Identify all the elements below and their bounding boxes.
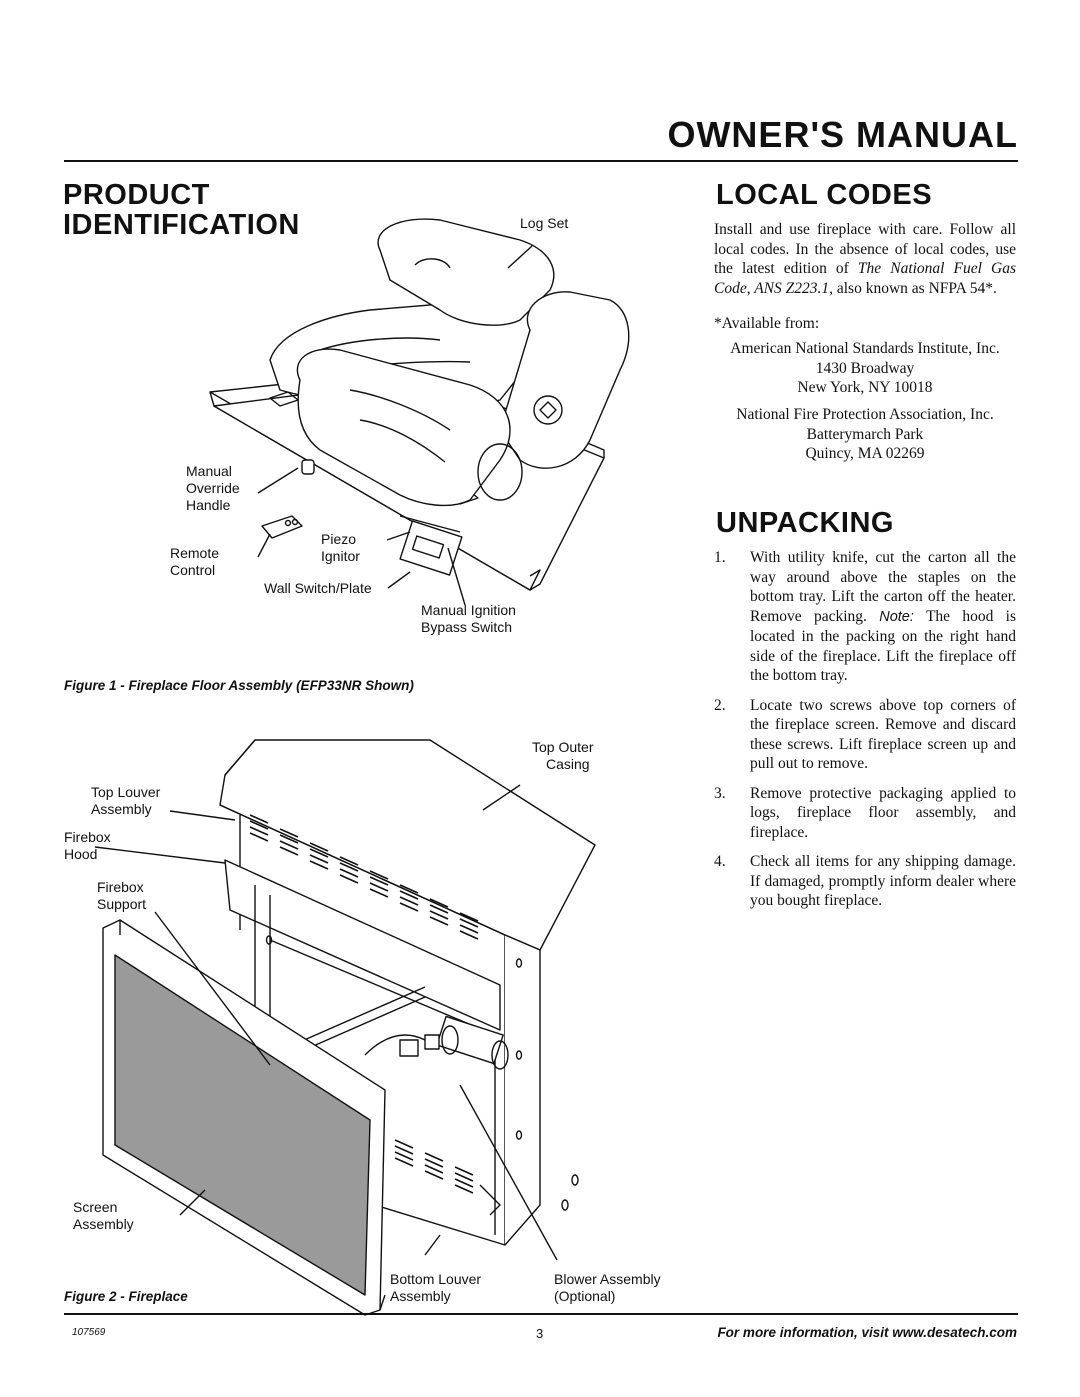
label-blower-line1: Blower Assembly [554, 1271, 661, 1287]
label-top-outer-line1: Top Outer [532, 739, 594, 755]
local-codes-text-1: Install and use fireplace with care. Fol… [714, 221, 1016, 277]
unpacking-step-1: 1. With utility knife, cut the carton al… [714, 548, 1016, 686]
unpacking-step-4: 4. Check all items for any shipping dama… [714, 852, 1016, 911]
figure2-caption: Figure 2 - Fireplace [64, 1289, 188, 1304]
label-screen-assembly: Screen Assembly [73, 1199, 134, 1233]
label-top-louver-line2: Assembly [91, 801, 152, 817]
nfpa-line1: National Fire Protection Association, In… [736, 406, 994, 423]
part-number: 107569 [72, 1327, 106, 1338]
ansi-line1: American National Standards Institute, I… [730, 340, 1000, 357]
label-manual-override-line2: Override [186, 480, 240, 496]
label-bottom-louver-line1: Bottom Louver [390, 1271, 482, 1287]
label-firebox-hood-line2: Hood [64, 846, 98, 862]
unpacking-step-2: 2. Locate two screws above top corners o… [714, 696, 1016, 774]
label-manual-ignition-line2: Bypass Switch [421, 619, 513, 635]
label-screen-line2: Assembly [73, 1216, 134, 1232]
label-wall-switch-plate: Wall Switch/Plate [264, 580, 372, 596]
unpacking-heading: UNPACKING [716, 507, 894, 539]
step-3-text: Remove protective packaging applied to l… [750, 784, 1016, 841]
unpacking-list: 1. With utility knife, cut the carton al… [714, 548, 1016, 911]
ansi-line2: 1430 Broadway [815, 359, 915, 377]
page-number: 3 [536, 1326, 544, 1341]
step-number-3: 3. [714, 784, 726, 802]
product-identification-heading: PRODUCT IDENTIFICATION [63, 180, 300, 240]
header-rule [64, 160, 1018, 162]
label-bottom-louver-line2: Assembly [390, 1288, 451, 1304]
step-1-text-a: With utility knife, cut the carton all t… [750, 549, 1016, 625]
step-number-2: 2. [714, 696, 726, 714]
label-manual-override-line1: Manual [186, 463, 232, 479]
nfpa-address: National Fire Protection Association, In… [714, 405, 1016, 464]
step-4-text: Check all items for any shipping damage.… [750, 853, 1016, 909]
label-top-outer-line2: Casing [546, 756, 590, 772]
step-2-text: Locate two screws above top corners of t… [750, 696, 1016, 773]
label-remote-line2: Control [170, 562, 216, 578]
more-info-link[interactable]: For more information, visit www.desatech… [717, 1325, 1017, 1340]
label-firebox-support-line1: Firebox [97, 879, 144, 895]
fireplace-drawing [94, 739, 596, 1316]
unpacking-step-3: 3. Remove protective packaging applied t… [714, 784, 1016, 843]
label-bottom-louver-assembly: Bottom Louver Assembly [390, 1271, 481, 1305]
fireplace-floor-assembly-drawing [209, 218, 630, 606]
available-from: *Available from: [714, 315, 820, 332]
ansi-line3: New York, NY 10018 [797, 379, 933, 396]
footer-rule [64, 1313, 1018, 1315]
label-firebox-hood-line1: Firebox [64, 829, 111, 845]
label-piezo-ignitor: Piezo Ignitor [321, 531, 360, 565]
label-screen-line1: Screen [73, 1199, 118, 1215]
label-top-outer-casing: Top Outer Casing [532, 739, 593, 773]
label-firebox-support: Firebox Support [97, 879, 146, 913]
step-1-note: Note: [879, 608, 914, 625]
local-codes-code-name: The National Fuel Gas Code, ANS Z223.1, [714, 260, 1017, 297]
label-blower-assembly: Blower Assembly (Optional) [554, 1271, 661, 1305]
local-codes-text-2: also known as NFPA 54*. [833, 279, 997, 297]
ansi-address: American National Standards Institute, I… [714, 339, 1016, 398]
label-top-louver-assembly: Top Louver Assembly [91, 784, 160, 818]
label-firebox-hood: Firebox Hood [64, 829, 111, 863]
unpacking-steps: 1. With utility knife, cut the carton al… [714, 548, 1016, 921]
label-blower-line2: (Optional) [554, 1288, 616, 1304]
local-codes-heading: LOCAL CODES [716, 179, 933, 211]
label-manual-ignition-bypass: Manual Ignition Bypass Switch [421, 602, 516, 636]
label-piezo-line2: Ignitor [321, 548, 360, 564]
product-identification-heading-line2: IDENTIFICATION [63, 209, 300, 241]
label-remote-control: Remote Control [170, 545, 219, 579]
step-number-1: 1. [714, 549, 726, 566]
label-log-set: Log Set [520, 215, 569, 231]
step-number-4: 4. [714, 853, 726, 870]
product-identification-heading-line1: PRODUCT [63, 179, 210, 211]
page-title: OWNER'S MANUAL [667, 114, 1018, 155]
label-piezo-line1: Piezo [321, 531, 357, 547]
step-1-text-b: The hood is located in the packing on th… [750, 607, 1016, 685]
label-manual-ignition-line1: Manual Ignition [421, 602, 516, 618]
label-manual-override-line3: Handle [186, 497, 231, 513]
figure1-caption: Figure 1 - Fireplace Floor Assembly (EFP… [64, 678, 414, 693]
nfpa-line2: Batterymarch Park [806, 425, 924, 443]
label-remote-line1: Remote [170, 545, 220, 561]
nfpa-line3: Quincy, MA 02269 [805, 445, 925, 462]
local-codes-paragraph: Install and use fireplace with care. Fol… [714, 220, 1016, 298]
label-firebox-support-line2: Support [97, 896, 147, 912]
label-manual-override-handle: Manual Override Handle [186, 463, 240, 514]
label-top-louver-line1: Top Louver [91, 784, 161, 800]
